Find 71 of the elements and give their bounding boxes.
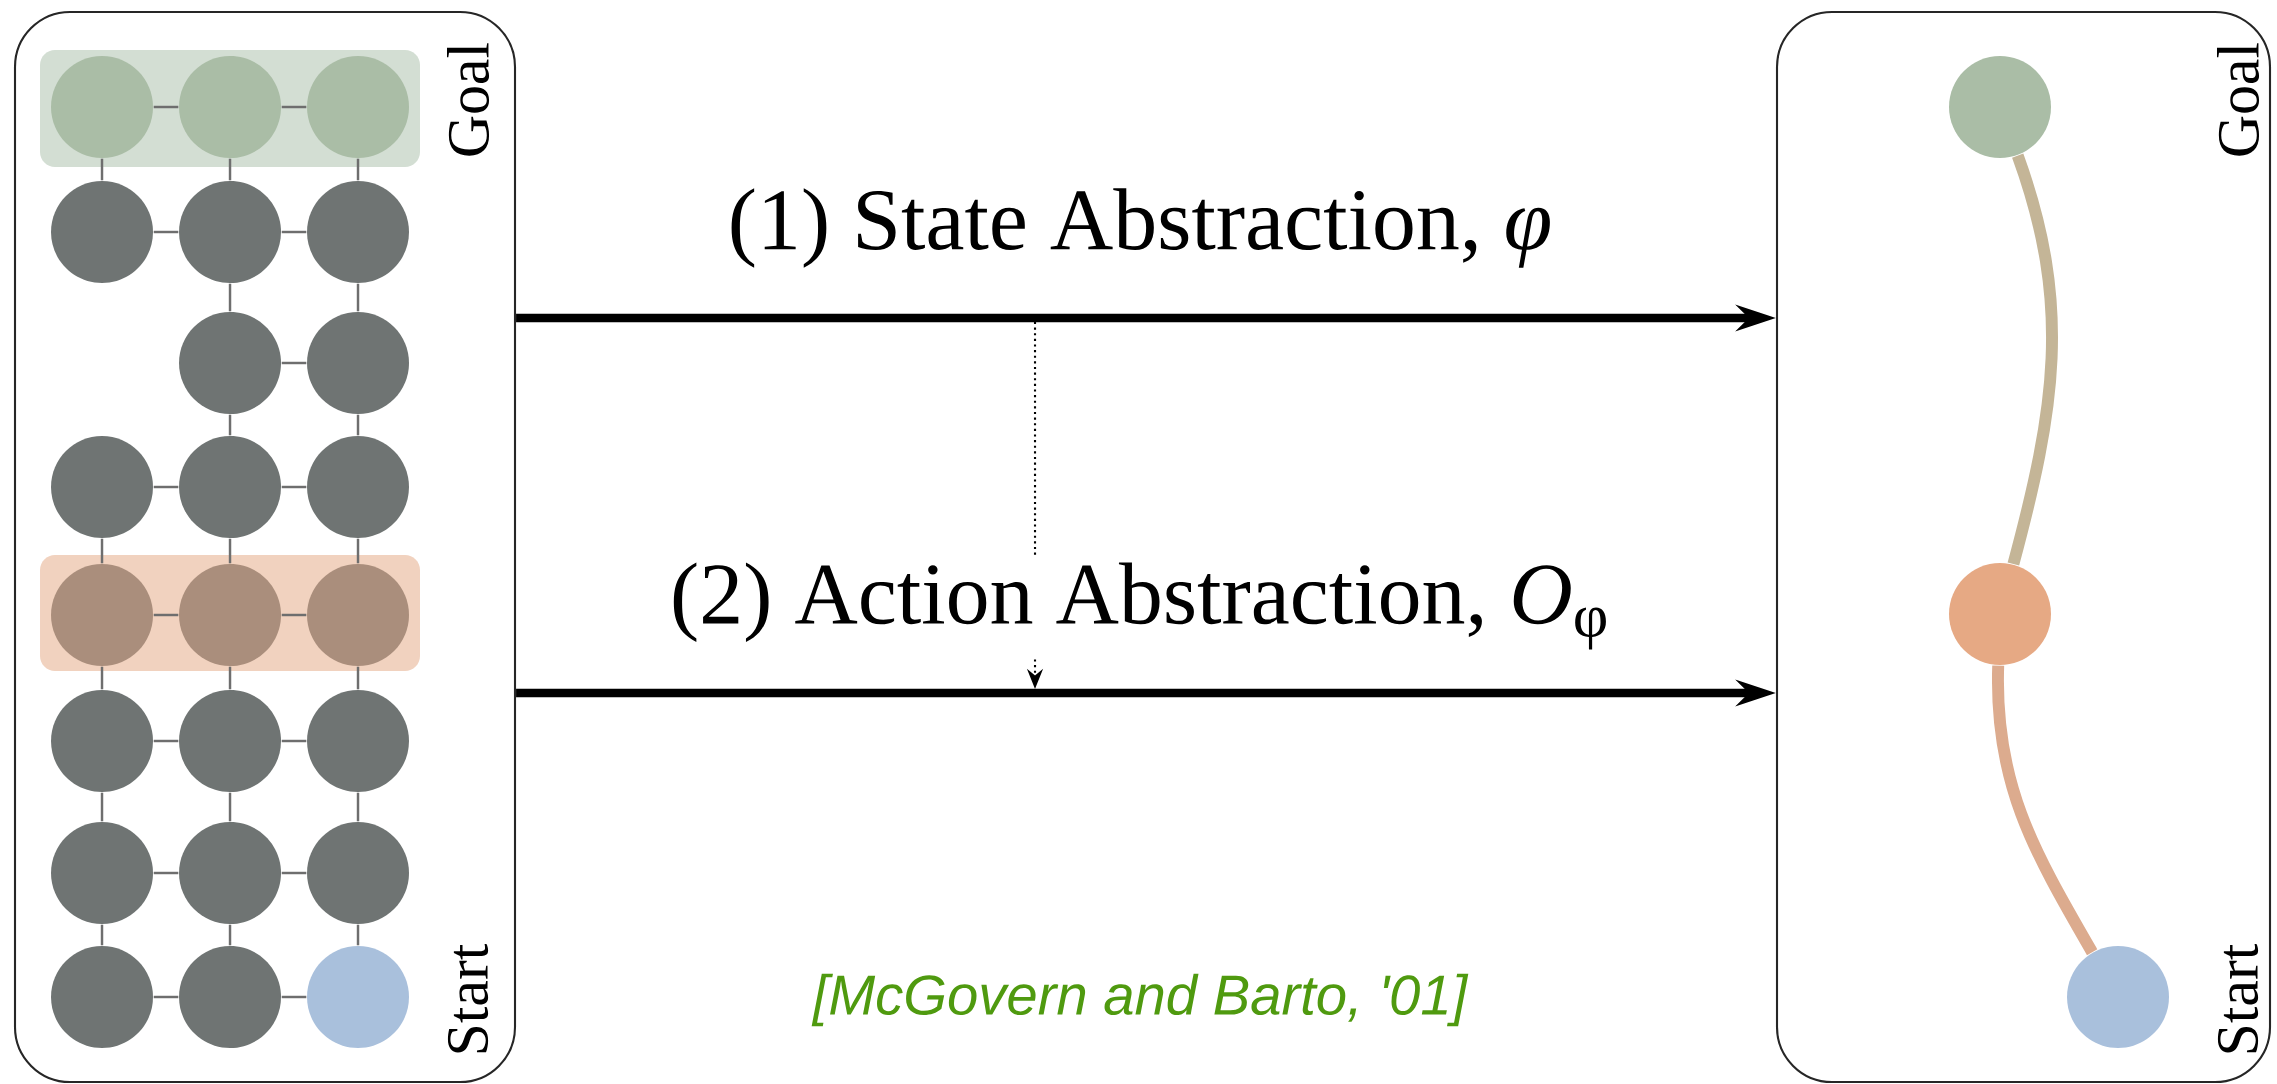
grid-line — [356, 666, 360, 690]
state-circle — [179, 690, 281, 792]
grid-line — [228, 158, 232, 181]
state-circle — [179, 312, 281, 414]
state-circle — [2067, 946, 2169, 1048]
edge-label: (2) Action Abstraction, O$_{φ}$ — [662, 555, 1618, 657]
state-circle — [51, 946, 153, 1048]
state-circle — [51, 181, 153, 283]
state-circle — [179, 56, 281, 158]
grid-line — [281, 871, 307, 875]
grid-line — [153, 230, 179, 234]
side-label: Goal — [447, 43, 490, 156]
state-circle — [51, 436, 153, 538]
state-circle — [307, 822, 409, 924]
state-circle — [51, 56, 153, 158]
grid-line — [356, 414, 360, 436]
panel — [13, 10, 517, 1084]
state-circle — [307, 436, 409, 538]
state-circle — [179, 946, 281, 1048]
state-circle — [307, 312, 409, 414]
grid-line — [228, 924, 232, 946]
state-circle — [307, 181, 409, 283]
grid-line — [228, 792, 232, 822]
grid-line — [281, 361, 307, 365]
grid-line — [281, 995, 307, 999]
grid-line — [356, 538, 360, 564]
grid-line — [356, 158, 360, 181]
state-circle — [307, 564, 409, 666]
edge-label: (1) State Abstraction, φ — [720, 181, 1560, 275]
grid-line — [100, 666, 104, 690]
grid-line — [100, 792, 104, 822]
grid-line — [228, 666, 232, 690]
state-circle — [51, 690, 153, 792]
state-circle — [179, 564, 281, 666]
side-label: Start — [2217, 943, 2259, 1053]
state-circle — [307, 690, 409, 792]
grid-line — [153, 995, 179, 999]
grid-line — [356, 792, 360, 822]
state-circle — [179, 822, 281, 924]
grid-line — [228, 414, 232, 436]
grid-line — [228, 538, 232, 564]
grid-line — [100, 158, 104, 181]
grid-line — [153, 739, 179, 743]
state-circle — [307, 56, 409, 158]
path-curve — [1992, 665, 2098, 956]
grid-line — [281, 739, 307, 743]
grid-line — [356, 924, 360, 946]
side-label: Goal — [2217, 43, 2260, 156]
grid-line — [100, 538, 104, 564]
state-circle — [1949, 56, 2051, 158]
state-circle — [51, 822, 153, 924]
grid-line — [153, 485, 179, 489]
grid-line — [153, 105, 179, 109]
state-circle — [179, 436, 281, 538]
side-label: Start — [447, 943, 489, 1053]
grid-line — [356, 283, 360, 312]
grid-line — [100, 924, 104, 946]
grid-line — [281, 485, 307, 489]
grid-line — [281, 230, 307, 234]
path-curve — [2007, 153, 2058, 566]
grid-line — [153, 871, 179, 875]
grid-line — [153, 613, 179, 617]
state-circle — [1949, 563, 2051, 665]
grid-line — [281, 105, 307, 109]
state-circle — [307, 946, 409, 1048]
state-circle — [51, 564, 153, 666]
grid-line — [228, 283, 232, 312]
citation: [McGovern and Barto, '01] — [811, 973, 1469, 1027]
state-circle — [179, 181, 281, 283]
grid-line — [281, 613, 307, 617]
panel — [1775, 10, 2272, 1084]
